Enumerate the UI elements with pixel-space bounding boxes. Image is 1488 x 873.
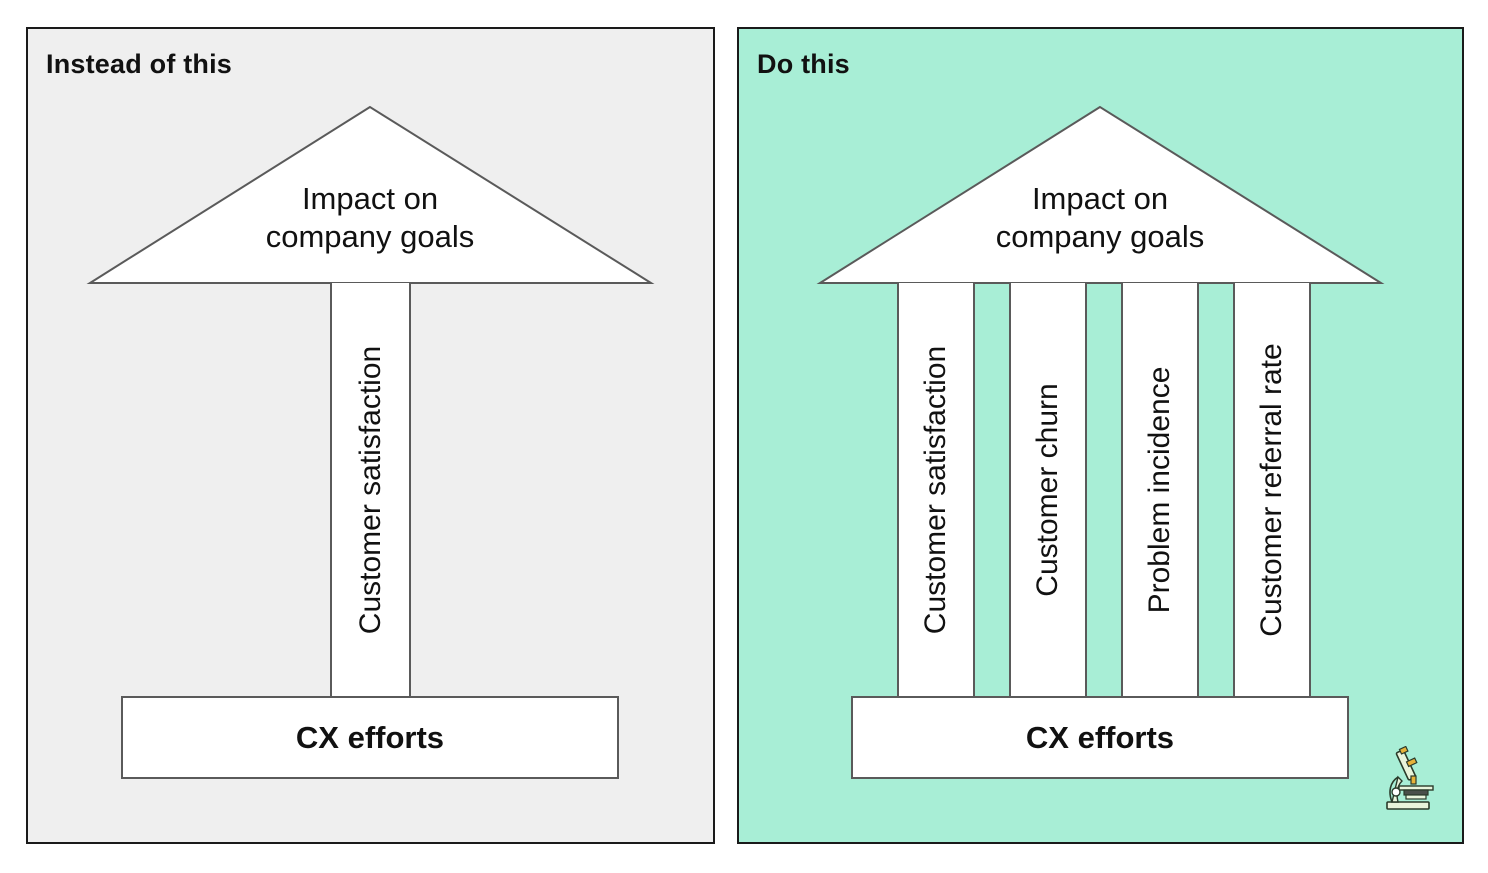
roof-line-1: Impact on — [301, 181, 439, 216]
panel-title-do: Do this — [757, 49, 850, 79]
column-right-4: Customer referral rate — [1233, 283, 1311, 697]
column-label: Customer satisfaction — [353, 345, 387, 635]
panel-title-instead: Instead of this — [46, 49, 233, 79]
roof-line-2: company goals — [265, 219, 475, 254]
column-label: Problem incidence — [1143, 366, 1176, 614]
roof-line-2: company goals — [995, 219, 1205, 254]
column-right-1: Customer satisfaction — [897, 283, 975, 697]
base-label: CX efforts — [1025, 719, 1175, 755]
base-label: CX efforts — [295, 719, 445, 755]
column-label: Customer churn — [1031, 383, 1064, 597]
base-left: CX efforts — [121, 696, 619, 779]
roof-label-left: Impact on company goals — [170, 180, 570, 256]
microscope-icon — [1386, 746, 1434, 810]
roof-line-1: Impact on — [1031, 181, 1169, 216]
column-right-2: Customer churn — [1009, 283, 1087, 697]
column-label: Customer referral rate — [1255, 343, 1288, 637]
column-right-3: Problem incidence — [1121, 283, 1199, 697]
column-left-1: Customer satisfaction — [330, 283, 411, 697]
base-right: CX efforts — [851, 696, 1349, 779]
column-label: Customer satisfaction — [919, 345, 952, 635]
roof-label-right: Impact on company goals — [900, 180, 1300, 256]
